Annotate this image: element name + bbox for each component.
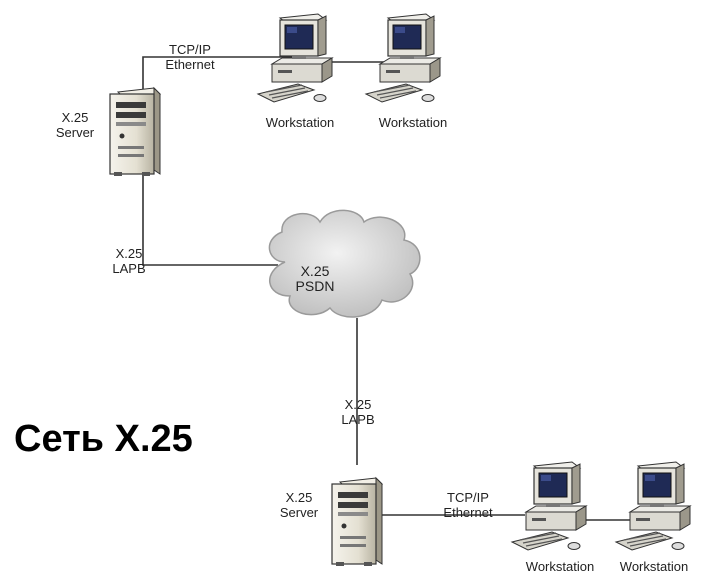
server-bottom-icon (331, 477, 383, 567)
top-ethernet-label: TCP/IP Ethernet (150, 42, 230, 72)
workstation-top-2-icon (365, 13, 441, 103)
top-lapb-line2: LAPB (112, 261, 146, 276)
server-bottom-line2: Server (279, 505, 319, 520)
workstation-bottom-2-label: Workstation (619, 559, 689, 574)
bottom-ethernet-line1: TCP/IP (447, 490, 489, 505)
diagram-title: Сеть X.25 (14, 418, 193, 460)
server-top-label: X.25 Server (50, 110, 100, 140)
server-top-line1: X.25 (61, 110, 89, 125)
top-ethernet-line1: TCP/IP (169, 42, 211, 57)
server-top-line2: Server (55, 125, 95, 140)
cloud-line2: PSDN (295, 278, 335, 294)
workstation-top-1-icon (257, 13, 333, 103)
top-ethernet-line2: Ethernet (165, 57, 215, 72)
server-bottom-line1: X.25 (285, 490, 313, 505)
cloud-line1: X.25 (300, 263, 330, 279)
top-lapb-line1: X.25 (115, 246, 143, 261)
server-bottom-label: X.25 Server (274, 490, 324, 520)
workstation-bottom-1-icon (511, 461, 587, 551)
bottom-lapb-line1: X.25 (344, 397, 372, 412)
server-top-icon (109, 87, 161, 177)
workstation-top-1-label: Workstation (265, 115, 335, 130)
cloud-label: X.25 PSDN (280, 264, 350, 294)
bottom-ethernet-line2: Ethernet (443, 505, 493, 520)
link-top-ethernet (142, 56, 300, 97)
bottom-lapb-label: X.25 LAPB (333, 397, 383, 427)
workstation-bottom-1-label: Workstation (525, 559, 595, 574)
link-top-lapb (142, 175, 278, 266)
bottom-ethernet-label: TCP/IP Ethernet (428, 490, 508, 520)
x25-psdn-cloud (268, 209, 421, 318)
bottom-lapb-line2: LAPB (341, 412, 375, 427)
top-lapb-label: X.25 LAPB (104, 246, 154, 276)
workstation-bottom-2-icon (615, 461, 691, 551)
connections (142, 56, 630, 521)
workstation-top-2-label: Workstation (378, 115, 448, 130)
